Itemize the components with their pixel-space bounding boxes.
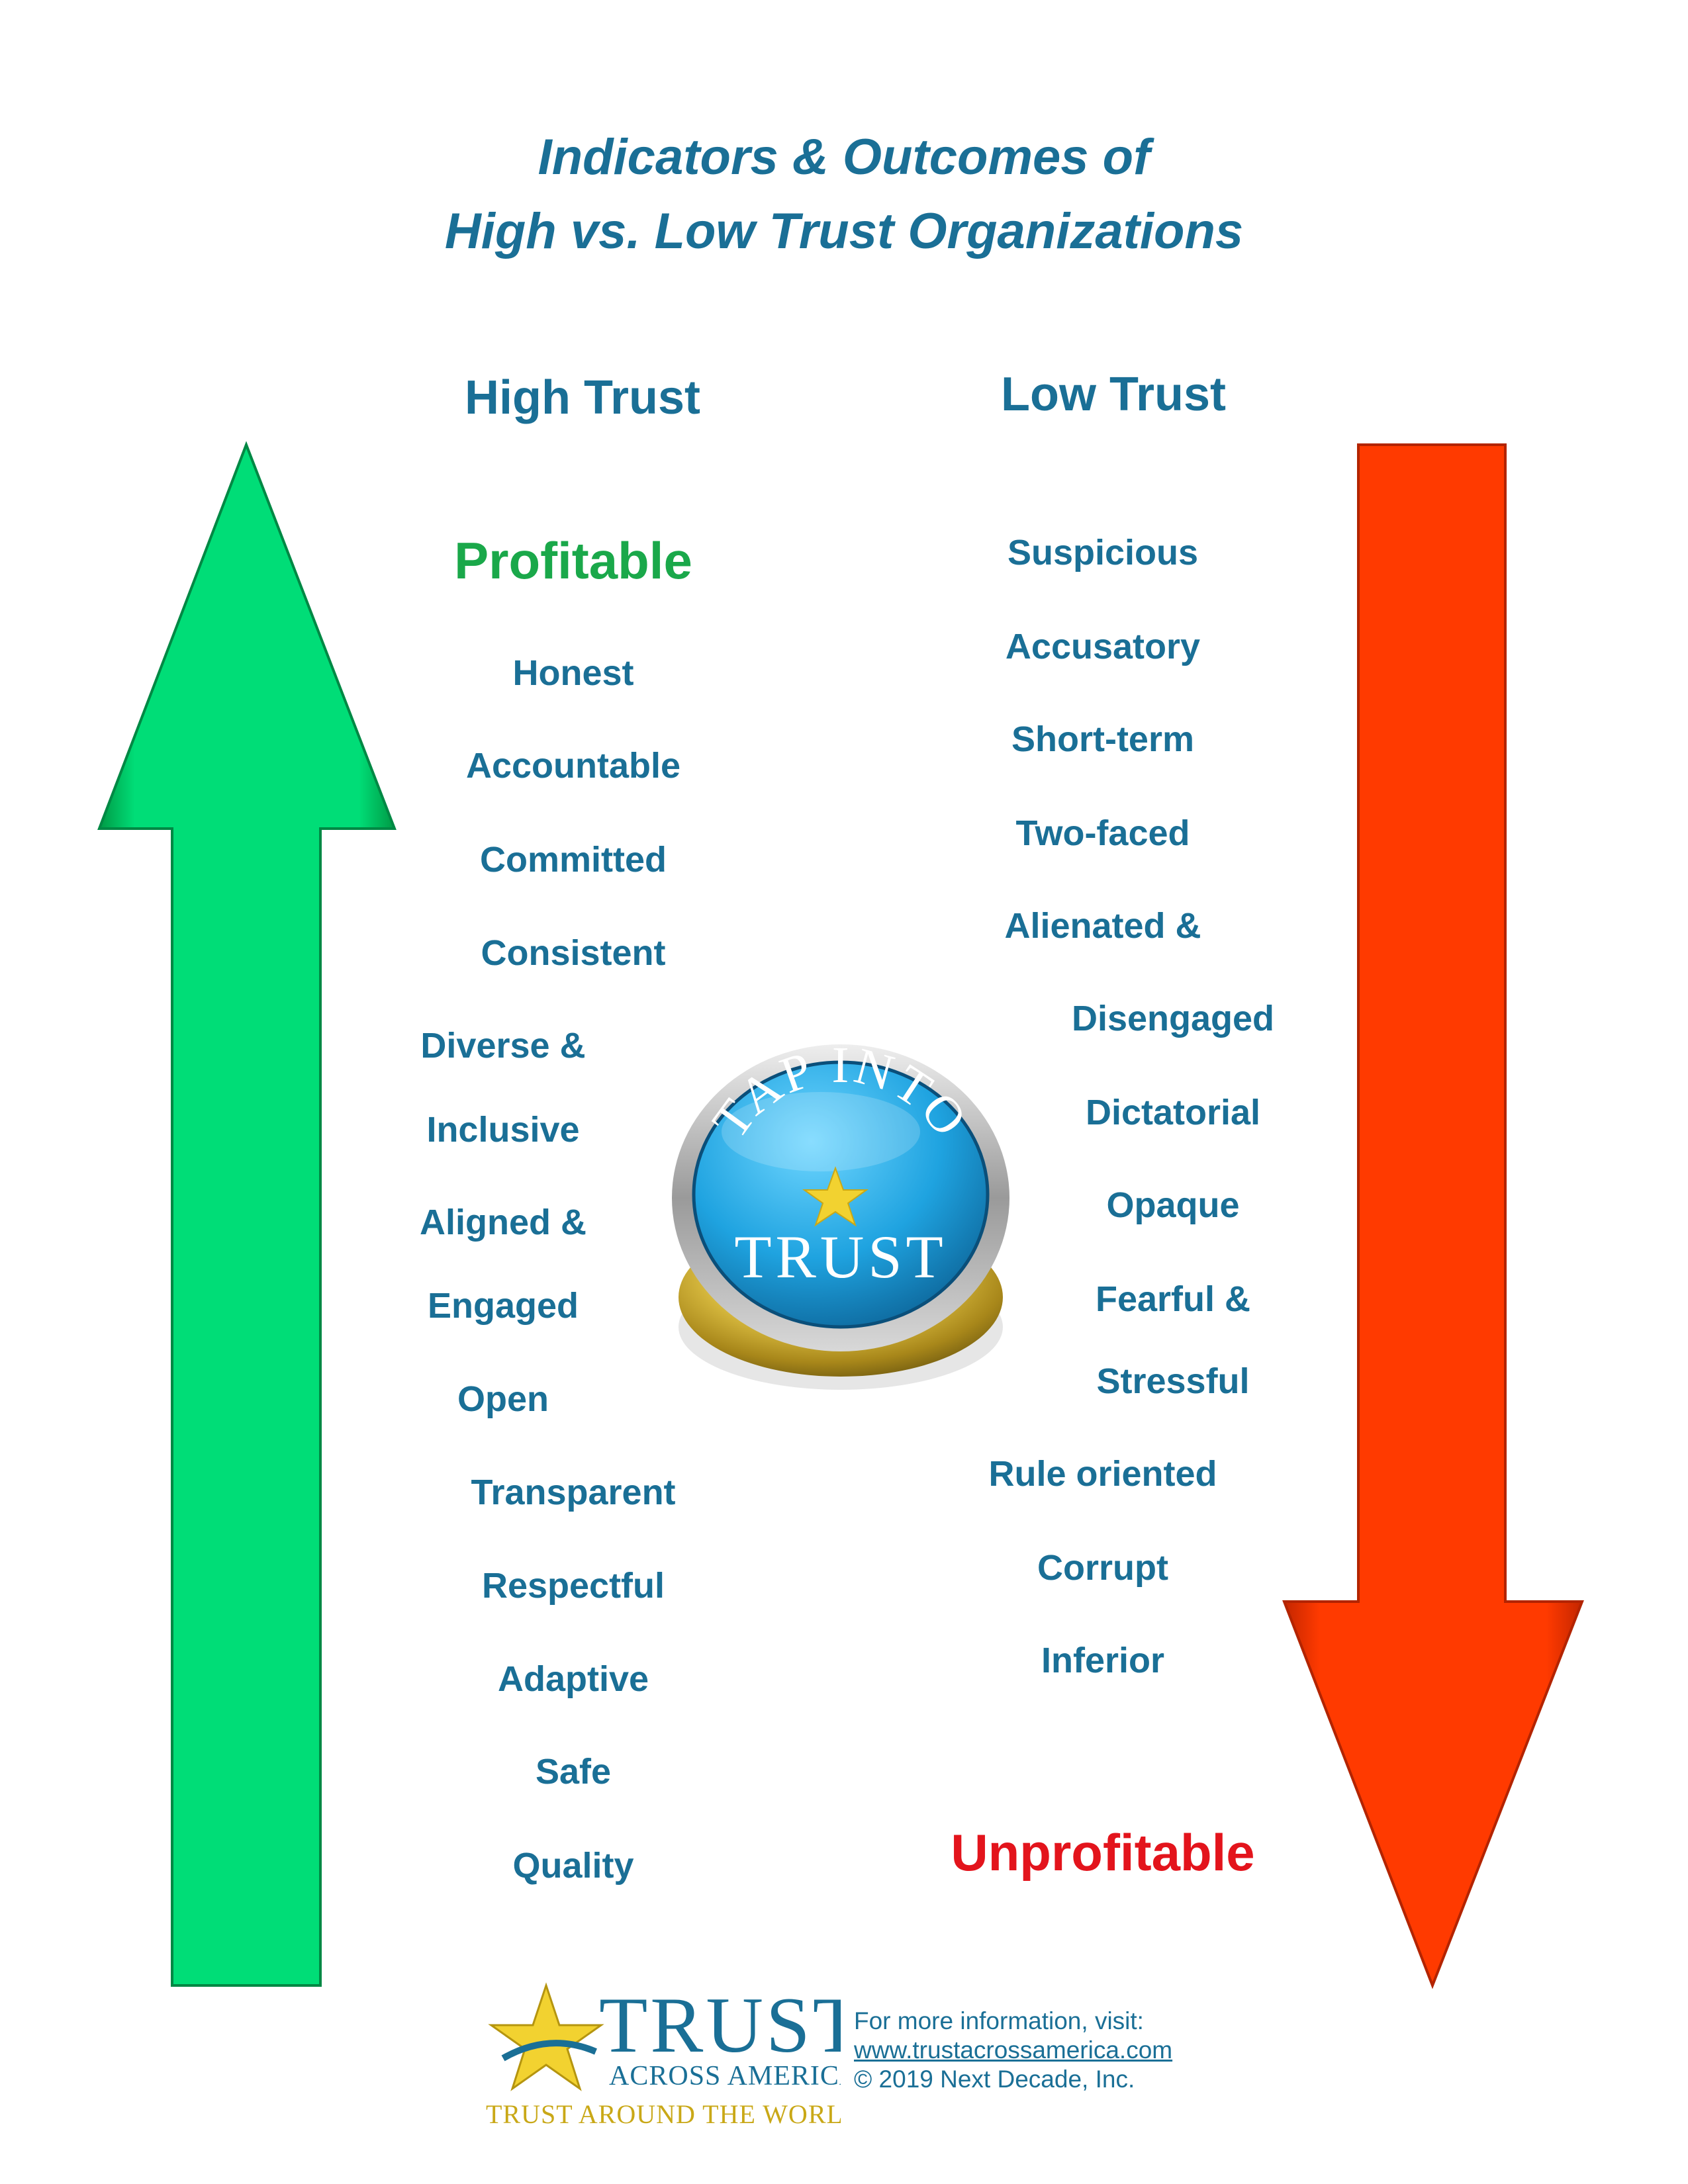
high-item: Transparent <box>471 1473 676 1512</box>
tap-into-trust-button: TAP INTO TRUST <box>662 1032 1019 1403</box>
low-item: Suspicious <box>1007 533 1199 572</box>
profitable-label: Profitable <box>454 531 692 590</box>
low-item: Alienated & <box>1004 906 1201 946</box>
low-item: Stressful <box>1096 1361 1250 1401</box>
high-item: Respectful <box>481 1566 665 1606</box>
high-item: Engaged <box>427 1286 579 1326</box>
low-item: Two-faced <box>1015 813 1190 853</box>
footer-info: For more information, visit: <box>854 2007 1144 2034</box>
high-item: Quality <box>512 1846 634 1886</box>
low-item: Inferior <box>1041 1641 1165 1680</box>
copyright: © 2019 Next Decade, Inc. <box>854 2066 1135 2093</box>
high-item: Accountable <box>465 746 681 786</box>
high-item: Honest <box>512 653 634 693</box>
high-item: Open <box>457 1379 549 1419</box>
logo-sub: ACROSS AMERICA <box>609 2061 841 2091</box>
high-item: Safe <box>535 1752 612 1792</box>
high-item: Aligned & <box>420 1203 586 1242</box>
title-line-2: High vs. Low Trust Organizations <box>444 203 1244 259</box>
logo-name: TRUST <box>599 1981 841 2069</box>
high-item: Diverse & <box>420 1026 586 1066</box>
high-item: Adaptive <box>497 1659 649 1699</box>
low-item: Opaque <box>1106 1185 1240 1225</box>
title-line-1: Indicators & Outcomes of <box>538 129 1150 185</box>
high-item: Consistent <box>481 933 666 973</box>
low-item: Fearful & <box>1095 1279 1251 1319</box>
star-logo-icon <box>488 1982 604 2091</box>
high-item: Inclusive <box>426 1110 580 1150</box>
high-trust-heading: High Trust <box>465 371 700 424</box>
low-item: Accusatory <box>1005 627 1201 666</box>
low-item: Rule oriented <box>988 1454 1217 1494</box>
unprofitable-label: Unprofitable <box>951 1823 1255 1882</box>
website-link[interactable]: www.trustacrossamerica.com <box>854 2036 1173 2064</box>
star-icon <box>802 1166 869 1227</box>
trust-across-america-logo: TRUST ACROSS AMERICA TRUST AROUND THE WO… <box>483 1979 863 2131</box>
low-item: Dictatorial <box>1085 1093 1261 1132</box>
low-item: Short-term <box>1011 719 1194 759</box>
logo-tagline: TRUST AROUND THE WORLD <box>486 2099 841 2129</box>
low-item: Disengaged <box>1071 999 1275 1038</box>
button-bottom-text: TRUST <box>734 1223 947 1291</box>
low-item: Corrupt <box>1037 1548 1168 1588</box>
footer: For more information, visit: www.trustac… <box>854 2007 1172 2094</box>
high-item: Committed <box>480 840 667 880</box>
low-trust-heading: Low Trust <box>1001 368 1226 421</box>
